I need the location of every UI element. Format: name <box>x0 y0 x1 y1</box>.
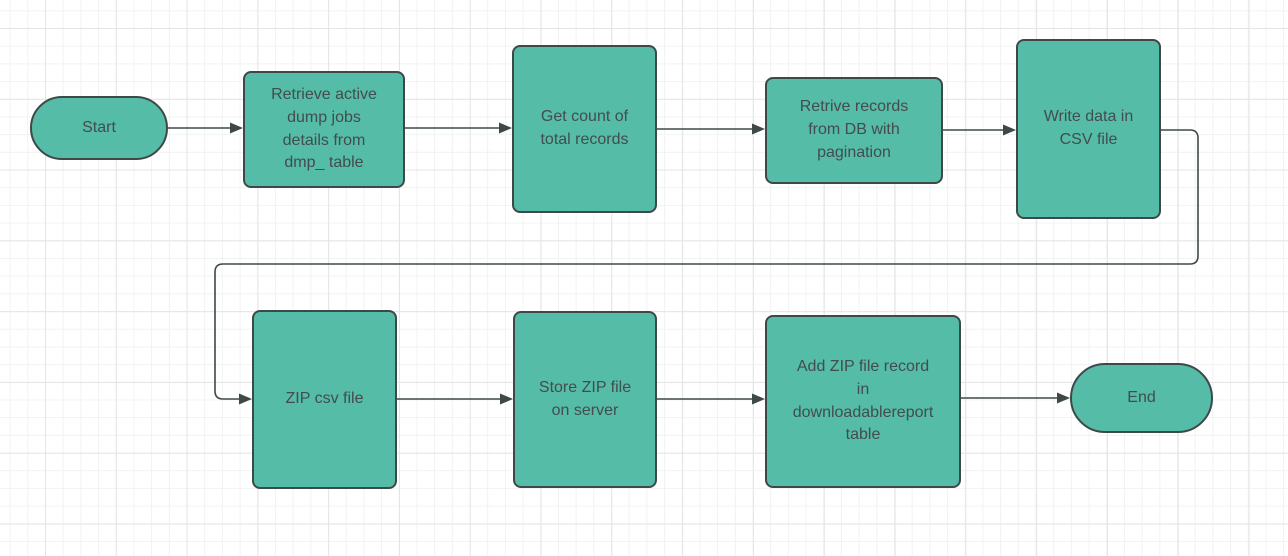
node-add-record[interactable]: Add ZIP file record in downloadablerepor… <box>765 315 961 488</box>
node-label: Store ZIP file on server <box>538 378 632 419</box>
node-label: Write data in CSV file <box>1043 108 1134 148</box>
node-label: Retrive records from DB with pagination <box>799 98 909 161</box>
connector-start-to-retrieve-jobs[interactable] <box>168 122 243 134</box>
node-label: ZIP csv file <box>285 390 364 408</box>
connector-retrieve-jobs-to-get-count[interactable] <box>405 122 512 134</box>
node-start[interactable]: Start <box>30 96 168 160</box>
connector-add-record-to-end[interactable] <box>961 392 1070 404</box>
connector-retrieve-records-to-write-csv[interactable] <box>943 124 1016 136</box>
connector-store-zip-to-add-record[interactable] <box>657 393 765 405</box>
node-label: End <box>1127 388 1156 406</box>
node-retrieve-jobs[interactable]: Retrieve active dump jobs details from d… <box>243 71 405 188</box>
node-end[interactable]: End <box>1070 363 1213 433</box>
node-label: Get count of total records <box>540 108 629 148</box>
node-store-zip[interactable]: Store ZIP file on server <box>513 311 657 488</box>
node-label: Add ZIP file record in downloadablerepor… <box>792 358 934 444</box>
connector-zip-csv-to-store-zip[interactable] <box>397 393 513 405</box>
node-retrieve-records[interactable]: Retrive records from DB with pagination <box>765 77 943 184</box>
node-write-csv[interactable]: Write data in CSV file <box>1016 39 1161 219</box>
node-label: Start <box>82 118 116 136</box>
connector-get-count-to-retrieve-records[interactable] <box>657 123 765 135</box>
node-zip-csv[interactable]: ZIP csv file <box>252 310 397 489</box>
node-label: Retrieve active dump jobs details from d… <box>271 86 377 172</box>
connector-write-csv-to-zip-csv[interactable] <box>214 129 1199 405</box>
node-get-count[interactable]: Get count of total records <box>512 45 657 213</box>
